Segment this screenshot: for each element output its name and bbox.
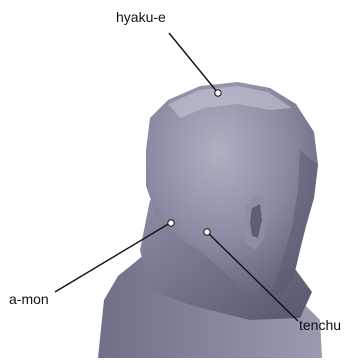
tenchu-label: tenchu (299, 318, 341, 332)
hyaku-e-point (215, 90, 221, 96)
tenchu-point (204, 229, 210, 235)
a-mon-label: a-mon (9, 292, 49, 306)
hyaku-e-label: hyaku-e (116, 10, 166, 24)
a-mon-point (168, 220, 174, 226)
hyaku-e-leader-line (169, 33, 218, 93)
